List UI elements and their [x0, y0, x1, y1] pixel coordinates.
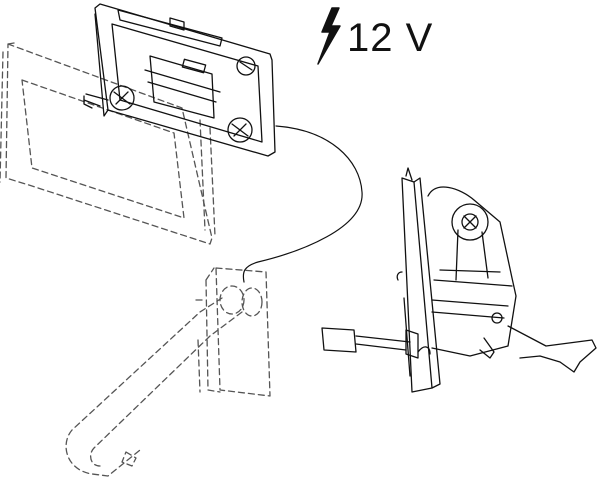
control-module — [83, 3, 276, 157]
flush-plate-outline — [0, 42, 216, 245]
connection-cable — [242, 125, 363, 283]
sensor-block — [321, 327, 419, 359]
voltage-label: 12 V — [347, 16, 434, 60]
grab-bar-outline — [65, 267, 271, 477]
pivot-arm-mechanism — [396, 167, 597, 393]
lightning-bolt-icon — [317, 7, 341, 65]
